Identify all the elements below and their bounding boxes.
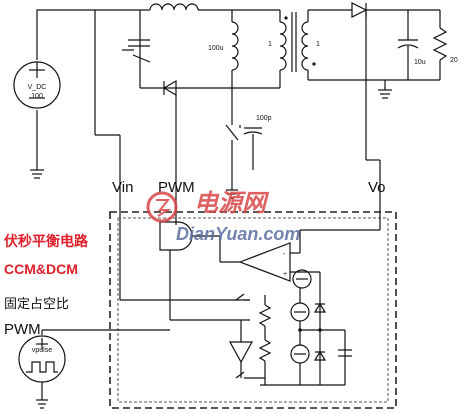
internal-resistors bbox=[258, 295, 272, 385]
vo-label: Vo bbox=[368, 179, 386, 196]
fixed-duty-label: 固定占空比 bbox=[4, 296, 69, 311]
transformer-secondary-turns: 1 bbox=[316, 41, 320, 48]
svg-text:-: - bbox=[283, 251, 286, 258]
internal-sources bbox=[260, 269, 352, 386]
c-snub-label: 100p bbox=[256, 115, 272, 122]
transformer: 1 1 bbox=[232, 9, 320, 89]
vpulse-source: vpulse bbox=[18, 335, 66, 383]
source-loop bbox=[30, 9, 140, 300]
title-cn-label: 伏秒平衡电路 bbox=[4, 233, 89, 249]
magnetizing-inductor: 100u bbox=[208, 10, 239, 88]
vin-label: Vin bbox=[112, 179, 133, 196]
svg-text:+: + bbox=[283, 271, 287, 278]
load-resistor: 20 bbox=[432, 10, 458, 80]
control-block bbox=[109, 211, 397, 409]
top-inductor bbox=[140, 3, 232, 11]
and-gate bbox=[120, 221, 250, 321]
ccm-dcm-label: CCM&DCM bbox=[4, 261, 78, 277]
transformer-primary-turns: 1 bbox=[268, 41, 272, 48]
pwm-top-label: PWM bbox=[158, 179, 195, 196]
v-dc-value-label: 100 bbox=[31, 93, 43, 100]
vo-tap bbox=[365, 10, 381, 200]
l-value-label: 100u bbox=[208, 45, 224, 52]
freewheel-diode bbox=[162, 79, 177, 97]
pwm-source-wire bbox=[36, 329, 170, 409]
internal-switches bbox=[235, 293, 265, 379]
pwm-left-label: PWM bbox=[4, 321, 41, 338]
secondary-output bbox=[308, 2, 440, 99]
snubber-branch: 100p bbox=[225, 88, 272, 199]
output-capacitor: 10u bbox=[397, 10, 426, 80]
r-load-label: 20 bbox=[450, 57, 458, 64]
v-dc-source: V_DC 100 bbox=[13, 61, 61, 109]
primary-switch bbox=[122, 10, 232, 89]
comparator: - + bbox=[220, 200, 381, 282]
watermark-en: DianYuan.com bbox=[176, 224, 300, 244]
vpulse-name-label: vpulse bbox=[32, 347, 52, 354]
watermark: 电源网 DianYuan.com bbox=[146, 190, 300, 244]
v-dc-name-label: V_DC bbox=[28, 84, 47, 91]
c-out-label: 10u bbox=[414, 59, 426, 66]
watermark-cn: 电源网 bbox=[194, 190, 270, 217]
buffer-triangle bbox=[228, 320, 254, 378]
